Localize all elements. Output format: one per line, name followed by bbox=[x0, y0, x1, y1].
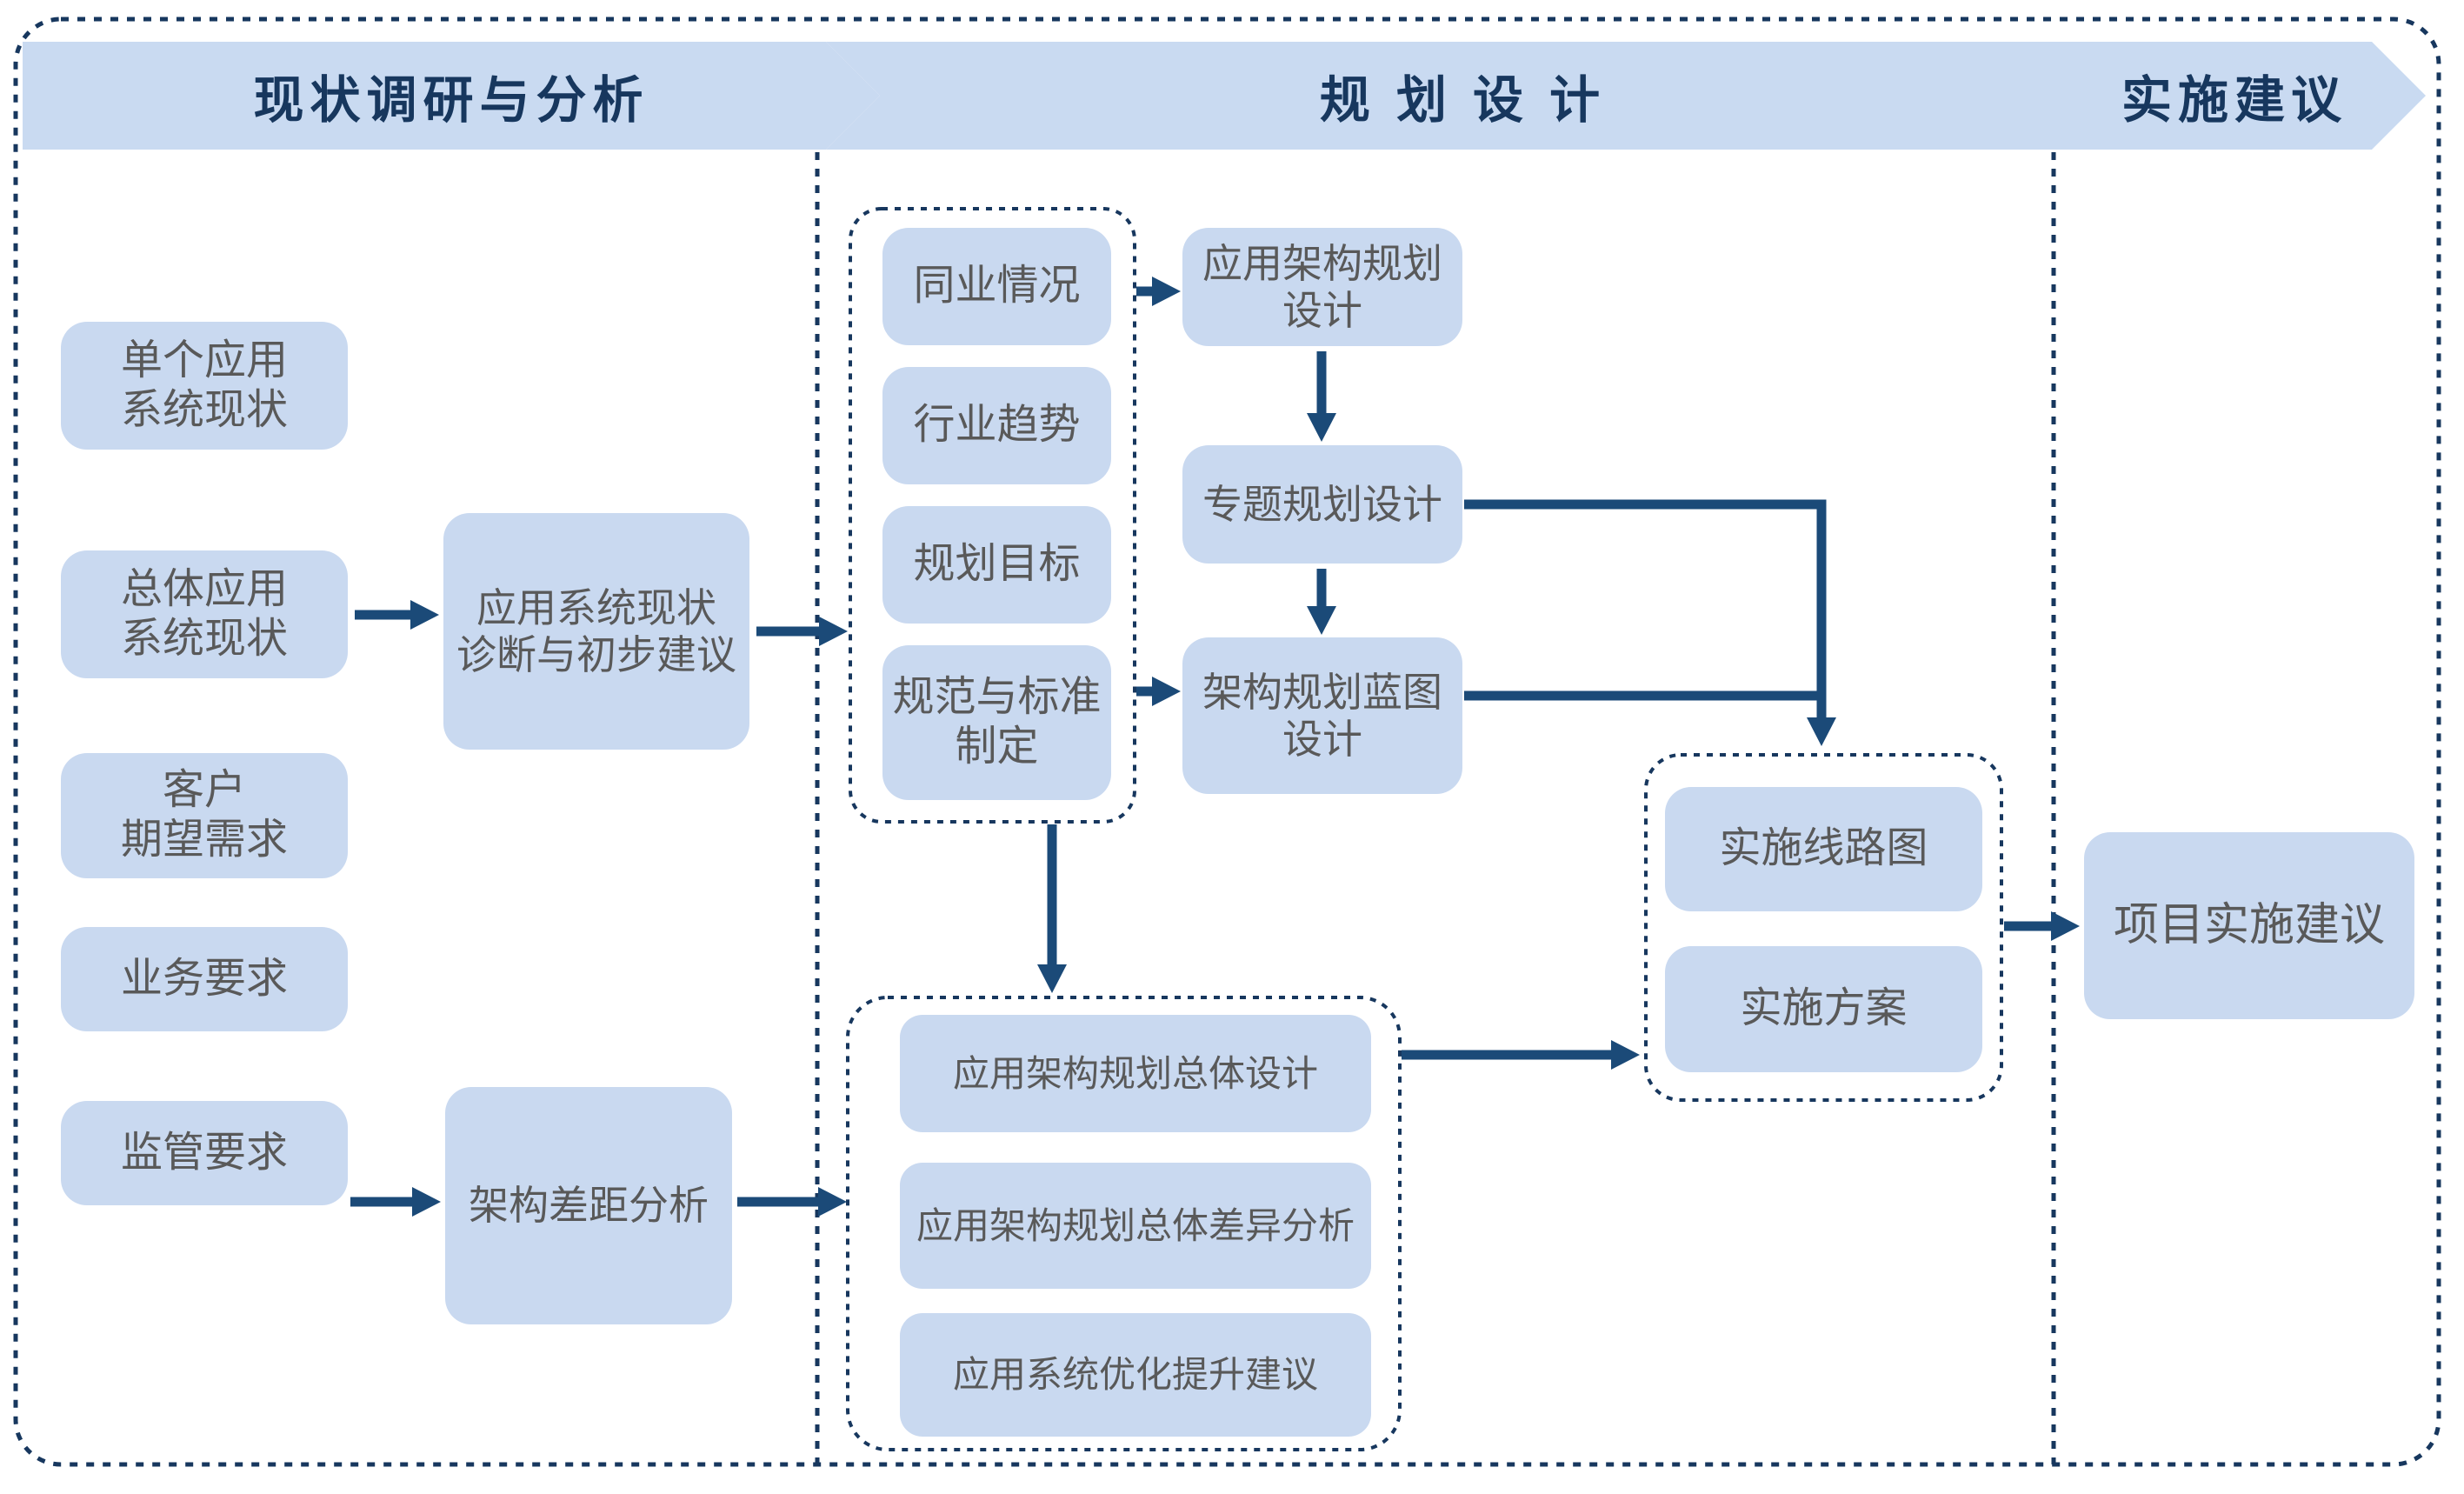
arrow-app-arch-design-to-topic-planning bbox=[1307, 351, 1336, 442]
node-architecture-blueprint-design: 架构规划蓝图 设计 bbox=[1182, 637, 1462, 794]
group-implementation bbox=[1644, 753, 2003, 1102]
arrow-implementation-group-to-final bbox=[2004, 911, 2080, 941]
arrow-requirements-to-gap-analysis bbox=[350, 1187, 441, 1217]
node-implementation-roadmap: 实施线路图 bbox=[1665, 787, 1982, 911]
node-peer-situation: 同业情况 bbox=[882, 228, 1111, 345]
arrow-overall-status-to-diagnosis bbox=[355, 600, 439, 630]
arrow-topic-planning-elbow-to-implementation-group bbox=[1464, 499, 1836, 746]
node-regulatory-requirements: 监管要求 bbox=[61, 1101, 348, 1205]
arrow-standards-to-blueprint bbox=[1136, 677, 1181, 706]
node-architecture-gap-analysis: 架构差距分析 bbox=[445, 1087, 732, 1324]
node-overall-gap-analysis: 应用架构规划总体差异分析 bbox=[900, 1163, 1371, 1289]
node-overall-design: 应用架构规划总体设计 bbox=[900, 1015, 1371, 1132]
arrow-research-group-to-app-arch-design bbox=[1136, 277, 1181, 306]
arrow-research-group-to-outputs-group bbox=[1037, 824, 1067, 993]
node-single-app-status: 单个应用 系统现状 bbox=[61, 322, 348, 450]
arrow-outputs-group-to-implementation-group bbox=[1402, 1040, 1640, 1070]
group-research-inputs bbox=[849, 207, 1136, 824]
arrow-diagnosis-to-research-group bbox=[756, 617, 848, 646]
stage-banner-implementation: 实施建议 bbox=[2043, 42, 2426, 150]
node-status-diagnosis: 应用系统现状 诊断与初步建议 bbox=[443, 513, 749, 750]
node-planning-goals: 规划目标 bbox=[882, 506, 1111, 624]
arrow-gap-analysis-to-outputs-group bbox=[737, 1187, 847, 1217]
node-optimization-suggestions: 应用系统优化提升建议 bbox=[900, 1313, 1371, 1437]
node-industry-trends: 行业趋势 bbox=[882, 367, 1111, 484]
node-app-architecture-planning-design: 应用架构规划 设计 bbox=[1182, 228, 1462, 346]
group-planning-outputs bbox=[846, 996, 1402, 1451]
node-standards-development: 规范与标准 制定 bbox=[882, 645, 1111, 800]
node-overall-app-status: 总体应用 系统现状 bbox=[61, 550, 348, 678]
node-project-implementation-suggestion: 项目实施建议 bbox=[2084, 832, 2414, 1019]
node-implementation-plan: 实施方案 bbox=[1665, 946, 1982, 1072]
node-business-requirements: 业务要求 bbox=[61, 927, 348, 1031]
stage-banner-planning: 规 划 设 计 bbox=[826, 42, 2100, 150]
node-special-topic-planning: 专题规划设计 bbox=[1182, 445, 1462, 564]
outer-dotted-border bbox=[13, 17, 2441, 1467]
stage-banner-research: 现状调研与分析 bbox=[23, 42, 880, 150]
node-customer-expectations: 客户 期望需求 bbox=[61, 753, 348, 878]
arrow-topic-planning-to-blueprint bbox=[1307, 569, 1336, 635]
